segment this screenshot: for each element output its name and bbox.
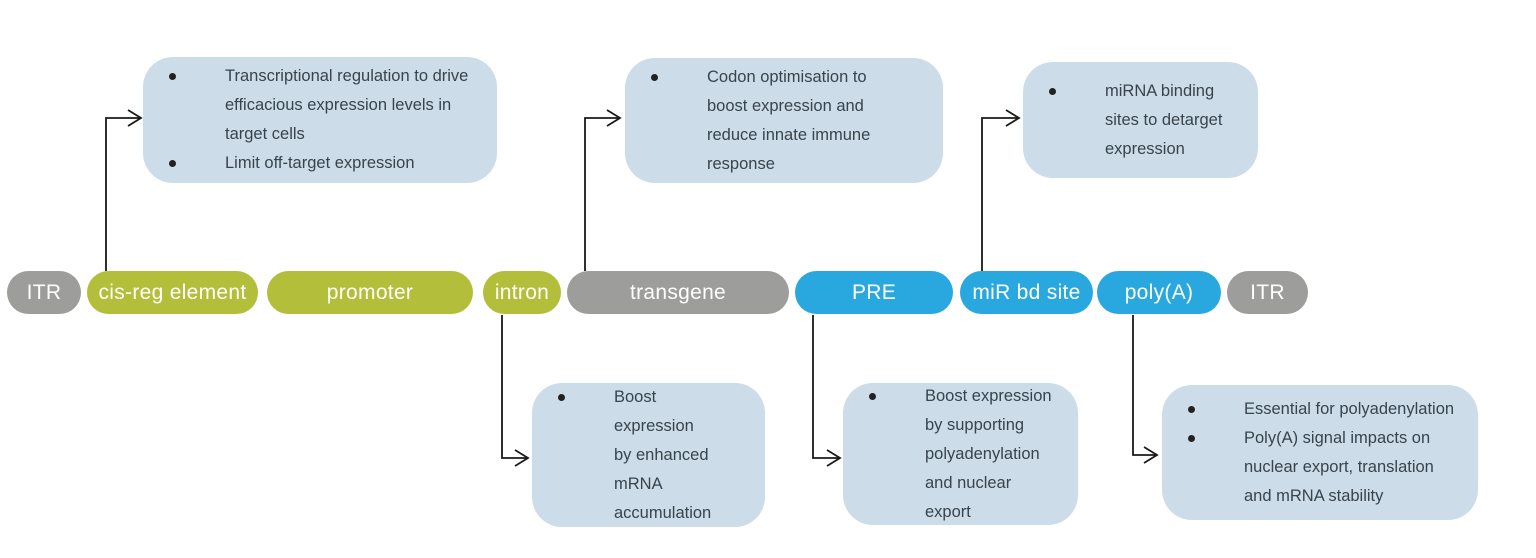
callout-polya: Essential for polyadenylation Poly(A) si…	[1162, 385, 1478, 520]
callout-text: Essential for polyadenylation	[1244, 399, 1455, 418]
arrow-cis-reg-to-callout	[105, 109, 143, 271]
arrow-transgene-to-callout	[584, 109, 622, 271]
arrow-mir-to-callout	[981, 109, 1021, 271]
callout-transgene: Codon optimisation to boost expression a…	[625, 58, 943, 183]
callout-bullet: Transcriptional regulation to drive effi…	[169, 62, 483, 149]
callout-cis-reg: Transcriptional regulation to drive effi…	[143, 57, 497, 183]
construct-element-polya: poly(A)	[1097, 271, 1221, 314]
arrow-intron-to-callout	[501, 315, 530, 467]
callout-text: Transcriptional regulation to drive effi…	[225, 67, 469, 143]
construct-element-itr-left: ITR	[7, 271, 81, 314]
construct-element-mir-bd-site: miR bd site	[960, 271, 1093, 314]
bullet-icon	[169, 73, 176, 80]
arrow-polya-to-callout	[1132, 315, 1159, 464]
bullet-icon	[558, 393, 565, 401]
bullet-icon	[651, 73, 658, 81]
callout-bullet: Essential for polyadenylation	[1188, 395, 1464, 424]
bullet-icon	[169, 160, 176, 167]
callout-intron: Boost expression by enhanced mRNA accumu…	[532, 383, 765, 527]
callout-mir-bd-site: miRNA binding sites to detarget expressi…	[1023, 62, 1258, 178]
bullet-icon	[1049, 87, 1056, 95]
callout-bullet: Codon optimisation to boost expression a…	[651, 63, 929, 179]
construct-element-promoter: promoter	[267, 271, 473, 314]
callout-pre: Boost expression by supporting polyadeny…	[843, 383, 1078, 525]
callout-text: Codon optimisation to boost expression a…	[707, 67, 871, 173]
callout-text: Poly(A) signal impacts on nuclear export…	[1244, 428, 1434, 505]
construct-element-intron: intron	[483, 271, 561, 314]
callout-bullet: Boost expression by enhanced mRNA accumu…	[558, 383, 751, 528]
bullet-icon	[1188, 405, 1195, 413]
construct-element-cis-reg: cis-reg element	[87, 271, 258, 314]
callout-text: Boost expression by supporting polyadeny…	[925, 386, 1052, 521]
construct-element-transgene: transgene	[567, 271, 789, 314]
bullet-icon	[869, 392, 876, 400]
callout-bullet: Boost expression by supporting polyadeny…	[869, 382, 1064, 527]
callout-text: Limit off-target expression	[225, 154, 415, 172]
callout-bullet: Limit off-target expression	[169, 149, 483, 178]
arrow-pre-to-callout	[812, 315, 842, 467]
construct-element-itr-right: ITR	[1227, 271, 1308, 314]
bullet-icon	[1188, 434, 1195, 442]
callout-text: Boost expression by enhanced mRNA accumu…	[614, 387, 712, 522]
callout-bullet: miRNA binding sites to detarget expressi…	[1049, 77, 1244, 164]
callout-text: miRNA binding sites to detarget expressi…	[1105, 81, 1223, 158]
construct-element-pre: PRE	[795, 271, 953, 314]
callout-bullet: Poly(A) signal impacts on nuclear export…	[1188, 424, 1464, 511]
